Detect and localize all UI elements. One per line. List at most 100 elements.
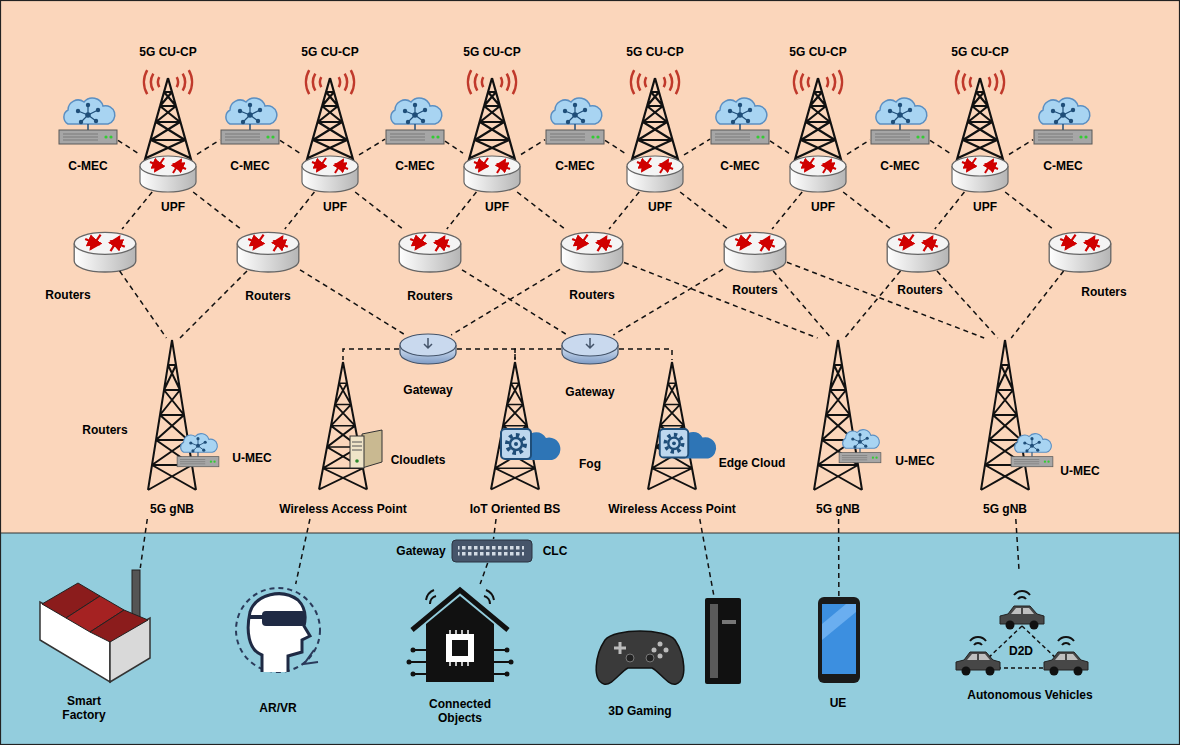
core-region: [0, 0, 1180, 533]
upf-router: UPF: [463, 153, 521, 192]
node-label: Wireless Access Point: [608, 502, 736, 516]
dashed-link: [845, 271, 901, 338]
node-label: Cloudlets: [391, 453, 446, 467]
dashed-link: [457, 349, 515, 360]
node-label: Edge Cloud: [719, 456, 786, 470]
dashed-link: [300, 270, 405, 335]
node-label: UE: [830, 696, 847, 710]
dashed-link: [180, 271, 247, 338]
dashed-link: [935, 192, 965, 229]
end-device: Autonomous Vehicles: [950, 570, 1090, 682]
router: Routers: [560, 229, 624, 271]
dashed-link: [285, 192, 315, 229]
node-label: UPF: [648, 200, 672, 214]
dashed-link: [1016, 519, 1019, 570]
node-label: UPF: [973, 200, 997, 214]
connected-home-illustration: [407, 590, 514, 682]
node-label: C-MEC: [395, 159, 434, 173]
factory-illustration: [40, 570, 150, 682]
dashed-link: [680, 192, 728, 229]
dashed-link: [118, 140, 139, 154]
node-label: Autonomous Vehicles: [967, 688, 1092, 702]
base-station: CloudletsWireless Access Point: [276, 360, 448, 519]
gateway: Gateway: [399, 335, 457, 363]
dashed-link: [197, 140, 220, 154]
upf-router: UPF: [139, 153, 197, 192]
router: Routers: [723, 229, 787, 271]
node-label: Gateway: [396, 544, 445, 558]
dashed-link: [624, 262, 818, 338]
end-device: UE: [816, 596, 862, 684]
dashed-link: [355, 192, 403, 229]
dashed-link: [787, 262, 984, 338]
cu-cp-towers: [142, 70, 1006, 170]
base-station: U-MEC 5G gNB: [812, 338, 938, 519]
router: Routers: [236, 229, 300, 271]
dashed-link: [770, 141, 789, 154]
node-label: 5G gNB: [983, 502, 1027, 516]
node-label: U-MEC: [232, 451, 271, 465]
upf-router: UPF: [626, 153, 684, 192]
mec-server: C-MEC: [220, 94, 280, 148]
gateways: [400, 334, 618, 364]
dashed-link: [140, 519, 147, 568]
dashed-link: [605, 140, 626, 154]
dashed-link: [343, 349, 399, 360]
mec-server: C-MEC: [1033, 94, 1093, 148]
text-label: 5G CU-CP: [139, 45, 196, 59]
mec-server: C-MEC: [870, 94, 930, 148]
vehicles-illustration: [956, 591, 1088, 676]
node-label: 5G gNB: [816, 502, 860, 516]
node-label: Routers: [245, 289, 290, 303]
dashed-link: [1011, 271, 1063, 338]
dashed-link: [296, 519, 310, 584]
node-label: Routers: [897, 283, 942, 297]
node-label: AR/VR: [259, 701, 296, 715]
node-label: C-MEC: [68, 159, 107, 173]
upf-router: UPF: [301, 153, 359, 192]
node-label: Routers: [732, 283, 777, 297]
node-label: Gateway: [565, 385, 614, 399]
node-label: Routers: [569, 288, 614, 302]
base-station: U-MEC5G gNB: [146, 338, 275, 519]
end-device: 3D Gaming: [600, 596, 745, 684]
text-label: 5G CU-CP: [789, 45, 846, 59]
node-label: UPF: [323, 200, 347, 214]
upf-router: UPF: [951, 153, 1009, 192]
node-label: U-MEC: [895, 454, 934, 468]
device-region: [0, 533, 1180, 745]
dashed-link: [847, 140, 870, 154]
text-label: 5G CU-CP: [301, 45, 358, 59]
node-label: Routers: [45, 288, 90, 302]
mec-server: C-MEC: [58, 94, 118, 148]
node-label: CLC: [543, 544, 568, 558]
router: Routers: [398, 229, 462, 271]
phone-illustration: [818, 597, 860, 683]
dashed-link: [445, 141, 463, 153]
node-label: U-MEC: [1060, 464, 1099, 478]
base-station-towers: [148, 340, 1029, 490]
dashed-link: [773, 271, 831, 338]
mec-server: C-MEC: [385, 94, 445, 148]
text-label: D2D: [1009, 644, 1033, 658]
base-station: FogIoT Oriented BS: [467, 360, 604, 519]
gateway: Gateway: [561, 335, 619, 363]
node-label: Gateway: [403, 383, 452, 397]
c-mec-servers: [59, 98, 1092, 144]
dashed-link: [700, 519, 714, 596]
gaming-illustration: [596, 598, 741, 684]
dashed-link: [930, 140, 951, 154]
node-label: UPF: [485, 200, 509, 214]
node-label: UPF: [161, 200, 185, 214]
text-label: Routers: [82, 423, 127, 437]
dashed-link: [1005, 192, 1053, 229]
dashed-link: [619, 349, 672, 360]
text-label: 5G CU-CP: [951, 45, 1008, 59]
upf-routers: [140, 156, 1008, 192]
node-label: IoT Oriented BS: [470, 502, 561, 516]
end-device: Smart Factory: [38, 568, 152, 682]
node-label: UPF: [811, 200, 835, 214]
